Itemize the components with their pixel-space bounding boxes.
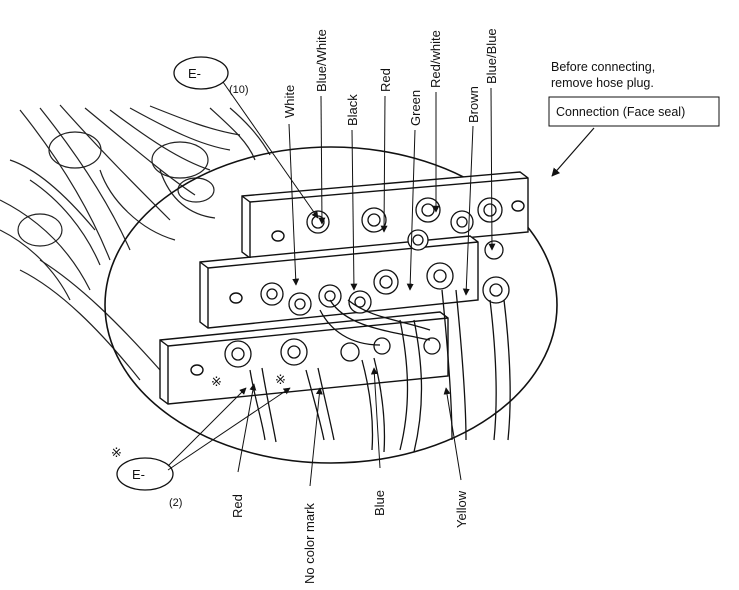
- label-yellow: Yellow: [454, 490, 469, 528]
- connection-note: Before connecting, remove hose plug. Con…: [548, 60, 720, 177]
- callout-bottom-qty: (2): [169, 497, 182, 509]
- note-line-1: Before connecting,: [551, 60, 655, 74]
- note-line-2: remove hose plug.: [551, 76, 654, 90]
- label-blue-blue: Blue/Blue: [484, 28, 499, 84]
- label-red-top: Red: [378, 68, 393, 92]
- detail-ellipse: [104, 146, 558, 464]
- label-blue: Blue: [372, 490, 387, 516]
- mark-fitting-2: ※: [275, 372, 286, 387]
- callout-top: E- (10): [173, 56, 319, 219]
- label-red-bottom: Red: [230, 494, 245, 518]
- bottom-color-labels: Red No color mark Blue Yellow: [230, 490, 469, 584]
- label-blue-white: Blue/White: [314, 29, 329, 92]
- bottom-leader-lines: [237, 367, 462, 487]
- callout-top-ref: E-: [188, 66, 201, 81]
- label-red-white: Red/white: [428, 30, 443, 88]
- label-green: Green: [408, 90, 423, 126]
- top-leader-lines: [288, 87, 496, 296]
- label-black: Black: [345, 94, 360, 126]
- top-color-labels: White Blue/White Black Red Green Red/whi…: [282, 28, 499, 126]
- hose-fittings: [224, 197, 510, 368]
- note-box-text: Connection (Face seal): [556, 105, 685, 119]
- background-hoses: [0, 104, 271, 381]
- label-no-color-mark: No color mark: [302, 503, 317, 584]
- manifold-blocks: [159, 171, 529, 405]
- callout-bottom: ※ E- (2) ※ ※: [111, 372, 291, 509]
- mark-fitting-1: ※: [211, 374, 222, 389]
- callout-bottom-ref: E-: [132, 467, 145, 482]
- callout-mark-left: ※: [111, 445, 122, 460]
- label-white: White: [282, 85, 297, 118]
- label-brown: Brown: [466, 86, 481, 123]
- callout-top-qty: (10): [229, 84, 249, 96]
